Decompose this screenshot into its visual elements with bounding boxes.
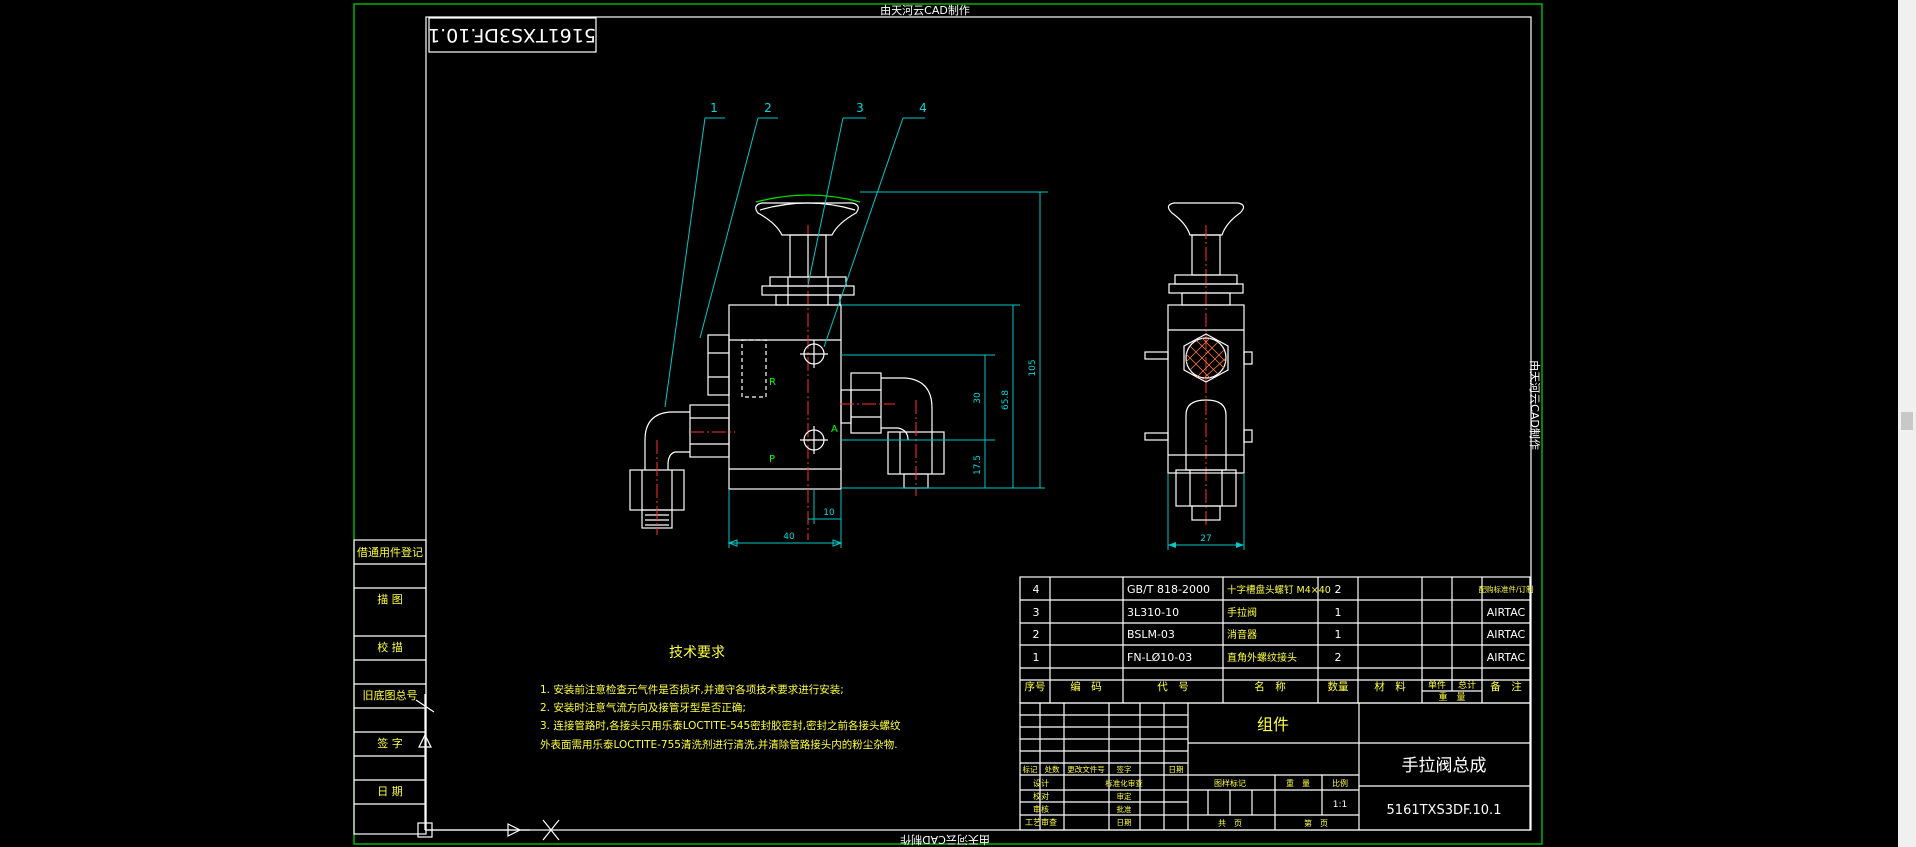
rev-header-count: 处数: [1045, 764, 1061, 774]
strip-label-5: 签 字: [377, 736, 403, 750]
scroll-thumb[interactable]: [1901, 412, 1913, 430]
inner-border: [425, 16, 1532, 831]
middle-authorize: 批准: [1117, 804, 1133, 814]
bom-row-3-note: AIRTAC: [1487, 606, 1526, 619]
bom-header-material: 材 料: [1374, 680, 1406, 693]
part-name: 手拉阀总成: [1402, 756, 1487, 776]
watermark-right: 由天河云CAD制作: [1528, 360, 1542, 450]
front-dimensions: 40 10 30 17.5 65.8 105: [727, 191, 1048, 548]
tech-item-2: 2. 安装时注意气流方向及接管牙型是否正确;: [540, 701, 746, 714]
drawing-code-text: 5161TXS3DF.10.1: [428, 24, 596, 46]
signer-process: 工艺审查: [1025, 817, 1057, 827]
side-strip: 借通用件登记 描 图 校 描 旧底图总号 签 字 日 期: [353, 539, 427, 835]
bom-row-3-code: 3L310-10: [1127, 606, 1179, 619]
bom-row-3-no: 3: [1033, 606, 1040, 619]
bom-row-2-qty: 1: [1335, 628, 1342, 641]
balloon-3: 3: [856, 101, 864, 115]
dim-105: 105: [1028, 359, 1038, 376]
tech-item-1: 1. 安装前注意检查元气件是否损坏,并遵守各项技术要求进行安装;: [540, 683, 844, 696]
bom-header-total: 总计: [1458, 679, 1476, 691]
group-label: 组件: [1257, 715, 1289, 734]
vertical-scrollbar[interactable]: [1898, 0, 1916, 847]
ucs-icon: [415, 694, 560, 841]
bom-header-encode: 编 码: [1070, 680, 1102, 693]
bom-row-2-note: AIRTAC: [1487, 628, 1526, 641]
bom-header-weight: 重 量: [1438, 691, 1465, 703]
rev-header-doc: 更改文件号: [1067, 764, 1105, 774]
rev-header-mark: 标记: [1023, 764, 1039, 774]
bom-header-code: 代 号: [1157, 681, 1189, 693]
tech-requirements: 技术要求 1. 安装前注意检查元气件是否损坏,并遵守各项技术要求进行安装; 2.…: [540, 645, 901, 751]
bom-row-2-code: BSLM-03: [1127, 628, 1175, 641]
port-label-p: P: [769, 454, 775, 465]
bom-row-3-name: 手拉阀: [1227, 606, 1257, 619]
bom-row-4-name: 十字槽盘头螺钉 M4×40: [1227, 584, 1331, 596]
stage-header: 图样标记: [1214, 778, 1246, 788]
front-view: R P A: [629, 194, 945, 540]
bom-row-4-no: 4: [1033, 583, 1040, 596]
middle-std: 标准化审查: [1105, 778, 1143, 788]
strip-label-4: 旧底图总号: [363, 688, 418, 702]
tech-item-4: 外表面需用乐泰LOCTITE-755清洗剂进行清洗,并清除管路接头内的粉尘杂物.: [540, 738, 898, 751]
dim-40: 40: [783, 532, 795, 542]
rev-header-date: 日期: [1169, 765, 1184, 774]
weight-header: 重 量: [1286, 778, 1310, 788]
signer-review: 审核: [1033, 804, 1049, 814]
dim-17-5: 17.5: [973, 455, 983, 475]
dim-27: 27: [1200, 534, 1211, 544]
bom-header-unit: 单件: [1428, 679, 1446, 691]
strip-label-1: 借通用件登记: [357, 545, 423, 559]
balloon-4: 4: [919, 101, 927, 115]
watermark-top: 由天河云CAD制作: [880, 3, 970, 17]
bom-header-note: 备 注: [1490, 680, 1522, 693]
balloon-1: 1: [710, 101, 718, 115]
bom-row-4-qty: 2: [1335, 583, 1342, 596]
port-label-a: A: [831, 424, 838, 435]
strip-label-3: 校 描: [377, 640, 403, 654]
bom-row-4-note: 配购标准件/订制: [1478, 584, 1533, 594]
rev-header-sign: 签字: [1117, 764, 1132, 774]
drawing-code-box: [428, 17, 597, 53]
title-block: 标记 处数 更改文件号 签字 日期 设计 校对 审核 工艺审查 标准化审查 审定…: [1019, 702, 1531, 831]
strip-label-2: 描 图: [377, 592, 403, 606]
middle-approve: 审定: [1117, 791, 1133, 801]
port-label-r: R: [769, 377, 776, 388]
bom-row-2-name: 消音器: [1227, 628, 1257, 641]
dim-30: 30: [973, 392, 983, 404]
outer-border: [353, 3, 1543, 845]
drawing-number: 5161TXS3DF.10.1: [1387, 803, 1502, 818]
middle-date: 日期: [1117, 818, 1132, 827]
bom-row-1-name: 直角外螺纹接头: [1227, 651, 1297, 664]
bom-header-name: 名 称: [1254, 680, 1286, 693]
dim-65-8: 65.8: [1001, 390, 1011, 410]
strip-label-6: 日 期: [377, 785, 403, 798]
bom-header-no: 序号: [1025, 680, 1046, 693]
bom-row-2-no: 2: [1033, 628, 1040, 641]
watermark-bottom: 由天河云CAD制作: [900, 833, 990, 847]
bom-table: 4 GB/T 818-2000 十字槽盘头螺钉 M4×40 2 配购标准件/订制…: [1019, 576, 1534, 704]
bom-row-4-code: GB/T 818-2000: [1127, 583, 1210, 596]
signer-check: 校对: [1033, 791, 1049, 801]
sheet-no: 第 页: [1304, 818, 1328, 828]
bom-header-qty: 数量: [1328, 680, 1350, 693]
bom-row-1-qty: 2: [1335, 651, 1342, 664]
signer-design: 设计: [1033, 778, 1049, 788]
side-view: 27: [1144, 202, 1253, 550]
scale-value: 1:1: [1333, 800, 1347, 810]
balloon-2: 2: [764, 101, 772, 115]
bom-row-3-qty: 1: [1335, 606, 1342, 619]
bom-row-1-note: AIRTAC: [1487, 651, 1526, 664]
tech-title: 技术要求: [669, 645, 725, 661]
bom-row-1-no: 1: [1033, 651, 1040, 664]
dim-10: 10: [823, 508, 835, 518]
bom-row-1-code: FN-LØ10-03: [1127, 651, 1192, 664]
leaders: 1 2 3 4: [664, 101, 927, 408]
scale-header: 比例: [1332, 778, 1348, 788]
sheet-total: 共 页: [1218, 819, 1242, 828]
tech-item-3: 3. 连接管路时,各接头只用乐泰LOCTITE-545密封胶密封,密封之前各接头…: [540, 719, 901, 732]
